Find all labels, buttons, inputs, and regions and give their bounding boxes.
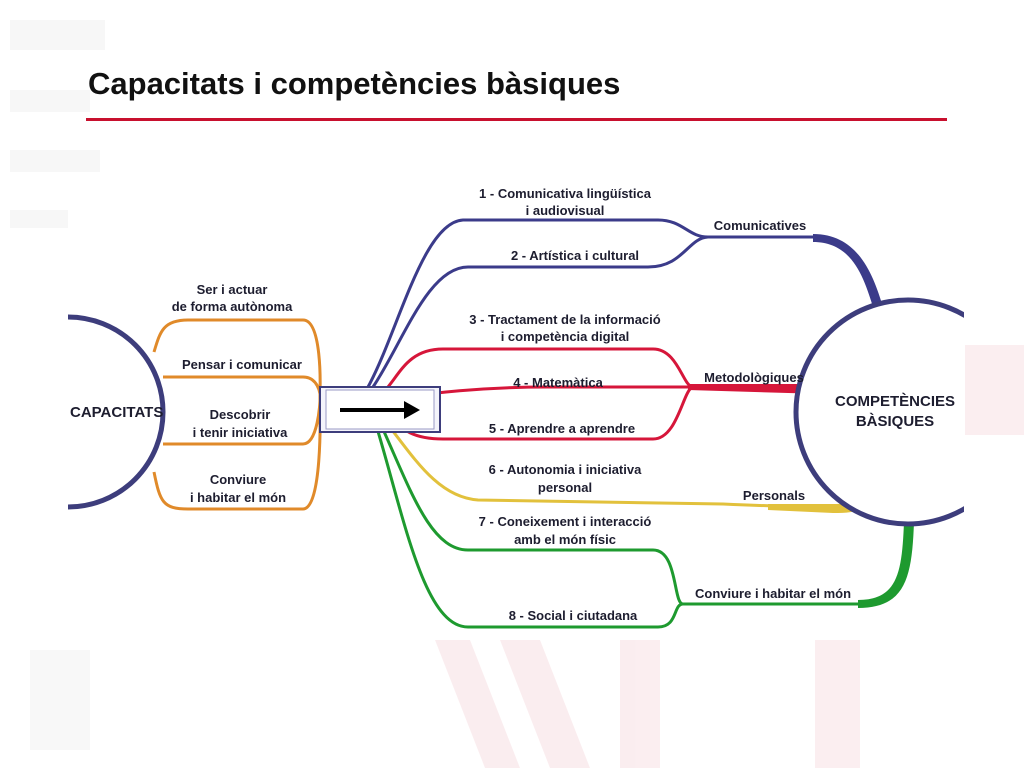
capacitat-4-line2: i habitar el món <box>190 490 286 505</box>
comunicatives-thick-band <box>813 234 883 310</box>
connector-comp-3 <box>377 347 694 399</box>
capacitats-hub-label: CAPACITATS <box>70 404 163 421</box>
metodologiques-thick-band <box>688 384 823 394</box>
competency-6-line1: 6 - Autonomia i iniciativa <box>489 462 642 477</box>
competency-6-line2: personal <box>538 480 592 495</box>
personals-thick-band <box>768 494 868 513</box>
capacitat-4-line1: Conviure <box>210 472 266 487</box>
comunicatives-connectors <box>366 218 818 388</box>
connector-comp-8 <box>372 417 868 629</box>
competency-8-line1: 8 - Social i ciutadana <box>509 608 638 623</box>
conviure-connectors <box>372 413 868 629</box>
competency-1-line1: 1 - Comunicativa lingüística <box>479 186 652 201</box>
competency-2-line1: 2 - Artística i cultural <box>511 248 639 263</box>
competency-5-line1: 5 - Aprendre a aprendre <box>489 421 635 436</box>
title-divider <box>86 118 947 121</box>
competencies-hub-label-line1: COMPETÈNCIES <box>835 393 955 410</box>
capacitat-2-line1: Pensar i comunicar <box>182 357 302 372</box>
central-arrow-box <box>319 386 441 433</box>
right-arrow-icon <box>340 401 420 419</box>
competency-3-line1: 3 - Tractament de la informació <box>469 312 661 327</box>
competency-7-line2: amb el món físic <box>514 532 616 547</box>
competencies-hub-label-line2: BÀSIQUES <box>856 413 934 430</box>
competency-7-line1: 7 - Coneixement i interacció <box>479 514 652 529</box>
group-comunicatives-label: Comunicatives <box>714 218 806 233</box>
competencies-diagram: CAPACITATS COMPETÈNCIES BÀSIQUES Ser i a… <box>68 182 964 633</box>
connector-ser-i-actuar <box>152 318 322 395</box>
capacitat-1-line1: Ser i actuar <box>197 282 268 297</box>
competency-4-line1: 4 - Matemàtica <box>513 375 603 390</box>
diagram-canvas: CAPACITATS COMPETÈNCIES BÀSIQUES Ser i a… <box>68 186 964 629</box>
conviure-thick-band <box>858 522 914 608</box>
connector-comp-7 <box>374 413 684 606</box>
competencies-hub: COMPETÈNCIES BÀSIQUES <box>793 297 964 527</box>
competency-1-line2: i audiovisual <box>526 203 605 218</box>
capacitat-1-line2: de forma autònoma <box>172 299 293 314</box>
slide-title: Capacitats i competències bàsiques <box>88 66 621 101</box>
group-metodologiques-label: Metodològiques <box>704 370 804 385</box>
capacitat-3-line2: i tenir iniciativa <box>193 425 288 440</box>
connector-pensar-i-comunicar <box>163 375 322 395</box>
group-personals-label: Personals <box>743 488 805 503</box>
capacitat-3-line1: Descobrir <box>210 407 271 422</box>
competency-3-line2: i competència digital <box>501 329 630 344</box>
group-conviure-label: Conviure i habitar el món <box>695 586 851 601</box>
capacitats-hub: CAPACITATS <box>68 314 166 510</box>
connector-comp-1 <box>366 218 709 388</box>
connector-comp-2 <box>371 235 709 388</box>
